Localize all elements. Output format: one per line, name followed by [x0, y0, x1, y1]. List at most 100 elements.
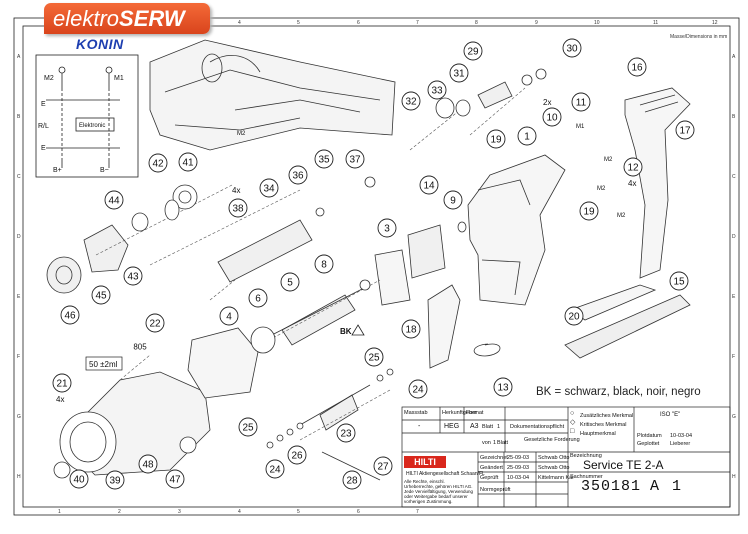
part-balloon-label: 24	[269, 465, 281, 476]
part-balloon-label: 17	[679, 126, 691, 137]
label-bezeichnung: Bezeichnung	[570, 453, 602, 459]
border-number: 4	[238, 509, 241, 515]
part-balloon-ring	[579, 201, 599, 221]
callout-2x: 2x	[543, 98, 551, 107]
gesetz-label: Gesetzliche Forderung	[524, 437, 580, 443]
value-herkunft: HEG	[444, 423, 460, 430]
value-format: A3	[470, 423, 479, 430]
part-balloon-ring	[123, 266, 143, 286]
part-balloon-label: 6	[255, 294, 261, 305]
part-balloon-label: 43	[127, 272, 139, 283]
border-letter: D	[17, 234, 21, 240]
border-letter: H	[732, 474, 736, 480]
part-balloon-label: 1	[524, 132, 530, 143]
wire-bplus: B+	[53, 167, 62, 174]
value-geplottet: Lieberer	[670, 441, 691, 447]
border-number: 9	[535, 20, 538, 26]
callout-4x-handle: 4x	[628, 179, 636, 188]
drawing-title: Service TE 2-A	[583, 458, 664, 472]
color-legend-note: BK = schwarz, black, noir, negro	[536, 386, 701, 398]
title-block-grid	[401, 406, 731, 508]
part-balloon-label: 46	[64, 311, 76, 322]
callout-m1: M1	[576, 124, 585, 130]
part-balloon-label: 13	[497, 383, 509, 394]
border-letter: G	[732, 414, 736, 420]
part-balloon-ring	[148, 153, 168, 173]
part-balloon-label: 805	[133, 343, 147, 352]
border-letter: G	[17, 414, 21, 420]
part-balloon-label: 9	[450, 196, 456, 207]
callout-bk: BK	[340, 327, 352, 336]
label-gezeichnet: Gezeichnet	[480, 455, 508, 461]
part-balloon-label: 26	[291, 451, 303, 462]
border-letter: A	[17, 54, 21, 60]
header-herkunft: Herkunftgeber	[442, 410, 477, 416]
brand-city: KONIN	[76, 36, 124, 52]
label-geaendert: Geändert	[480, 465, 503, 471]
part-balloon-ring	[542, 107, 562, 127]
part-balloon-ring	[443, 190, 463, 210]
part-balloon-label: 27	[377, 462, 389, 473]
part-balloon-label: 37	[349, 155, 361, 166]
border-number: 11	[653, 20, 658, 26]
border-letter: B	[17, 114, 21, 120]
label-zusaetzlich: Zusätzliches Merkmal	[580, 413, 634, 419]
label-blatt: Blatt	[482, 424, 494, 430]
part-balloon-ring	[138, 454, 158, 474]
part-balloon-ring	[419, 175, 439, 195]
part-balloon-ring	[52, 373, 72, 393]
part-balloon-ring	[373, 456, 393, 476]
part-balloon-ring	[104, 190, 124, 210]
value-plotdatum: 10-03-04	[670, 433, 693, 439]
part-balloon-ring	[259, 178, 279, 198]
label-sachnummer: Sachnummer	[570, 474, 603, 480]
border-number: 7	[416, 509, 419, 515]
part-balloon-ring	[486, 129, 506, 149]
part-balloon-ring	[669, 271, 689, 291]
part-balloon-label: 4	[226, 312, 232, 323]
part-balloon-label: 5	[287, 278, 293, 289]
header-massstab: Massstab	[404, 410, 428, 416]
border-number: 6	[357, 509, 360, 515]
part-balloon-ring	[165, 469, 185, 489]
part-balloon-ring	[219, 306, 239, 326]
border-number: 3	[178, 509, 181, 515]
date-geaendert: 25-09-03	[507, 465, 530, 471]
part-balloon-ring	[401, 91, 421, 111]
part-balloon-label: 19	[490, 135, 502, 146]
border-letters: A B C D E F G H A B C D E F G H	[17, 54, 736, 480]
part-balloon-ring	[342, 470, 362, 490]
rights-note: Alle Rechte, einschl. Urheberrechte, geh…	[404, 479, 474, 504]
iso-label: ISO "E"	[660, 412, 681, 418]
part-balloon-label: 31	[453, 69, 465, 80]
part-balloon-label: 20	[568, 312, 580, 323]
wire-e-bot: E	[41, 145, 46, 152]
name-geprueft: Kittelmann Kai	[538, 475, 574, 481]
hilti-logo: HILTI	[404, 456, 446, 468]
part-balloon-ring	[105, 470, 125, 490]
border-number: 2	[118, 509, 121, 515]
part-balloon-label: 47	[169, 475, 181, 486]
part-balloon-ring	[314, 149, 334, 169]
callout-m2-a: M2	[597, 186, 606, 192]
assembly-lines	[95, 87, 526, 441]
part-balloon-label: 15	[673, 277, 685, 288]
small-parts	[53, 68, 547, 479]
wiring-diagram	[35, 54, 139, 178]
part-balloon-ring	[336, 423, 356, 443]
callout-m2-b: M2	[604, 157, 613, 163]
brand-logo: elektroSERW	[44, 3, 210, 34]
part-balloon-ring	[623, 157, 643, 177]
part-balloon-ring	[345, 149, 365, 169]
tool-body-sketches	[46, 39, 691, 481]
border-letter: B	[732, 114, 736, 120]
callout-4x-38: 4x	[232, 186, 240, 195]
part-balloon-ring	[91, 285, 111, 305]
part-balloon-ring	[401, 319, 421, 339]
dimension-note: Masse/Dimensions in mm	[670, 34, 728, 40]
part-balloon-ring	[238, 417, 258, 437]
part-balloon-label: 41	[182, 158, 194, 169]
part-balloon-label: 28	[346, 476, 358, 487]
